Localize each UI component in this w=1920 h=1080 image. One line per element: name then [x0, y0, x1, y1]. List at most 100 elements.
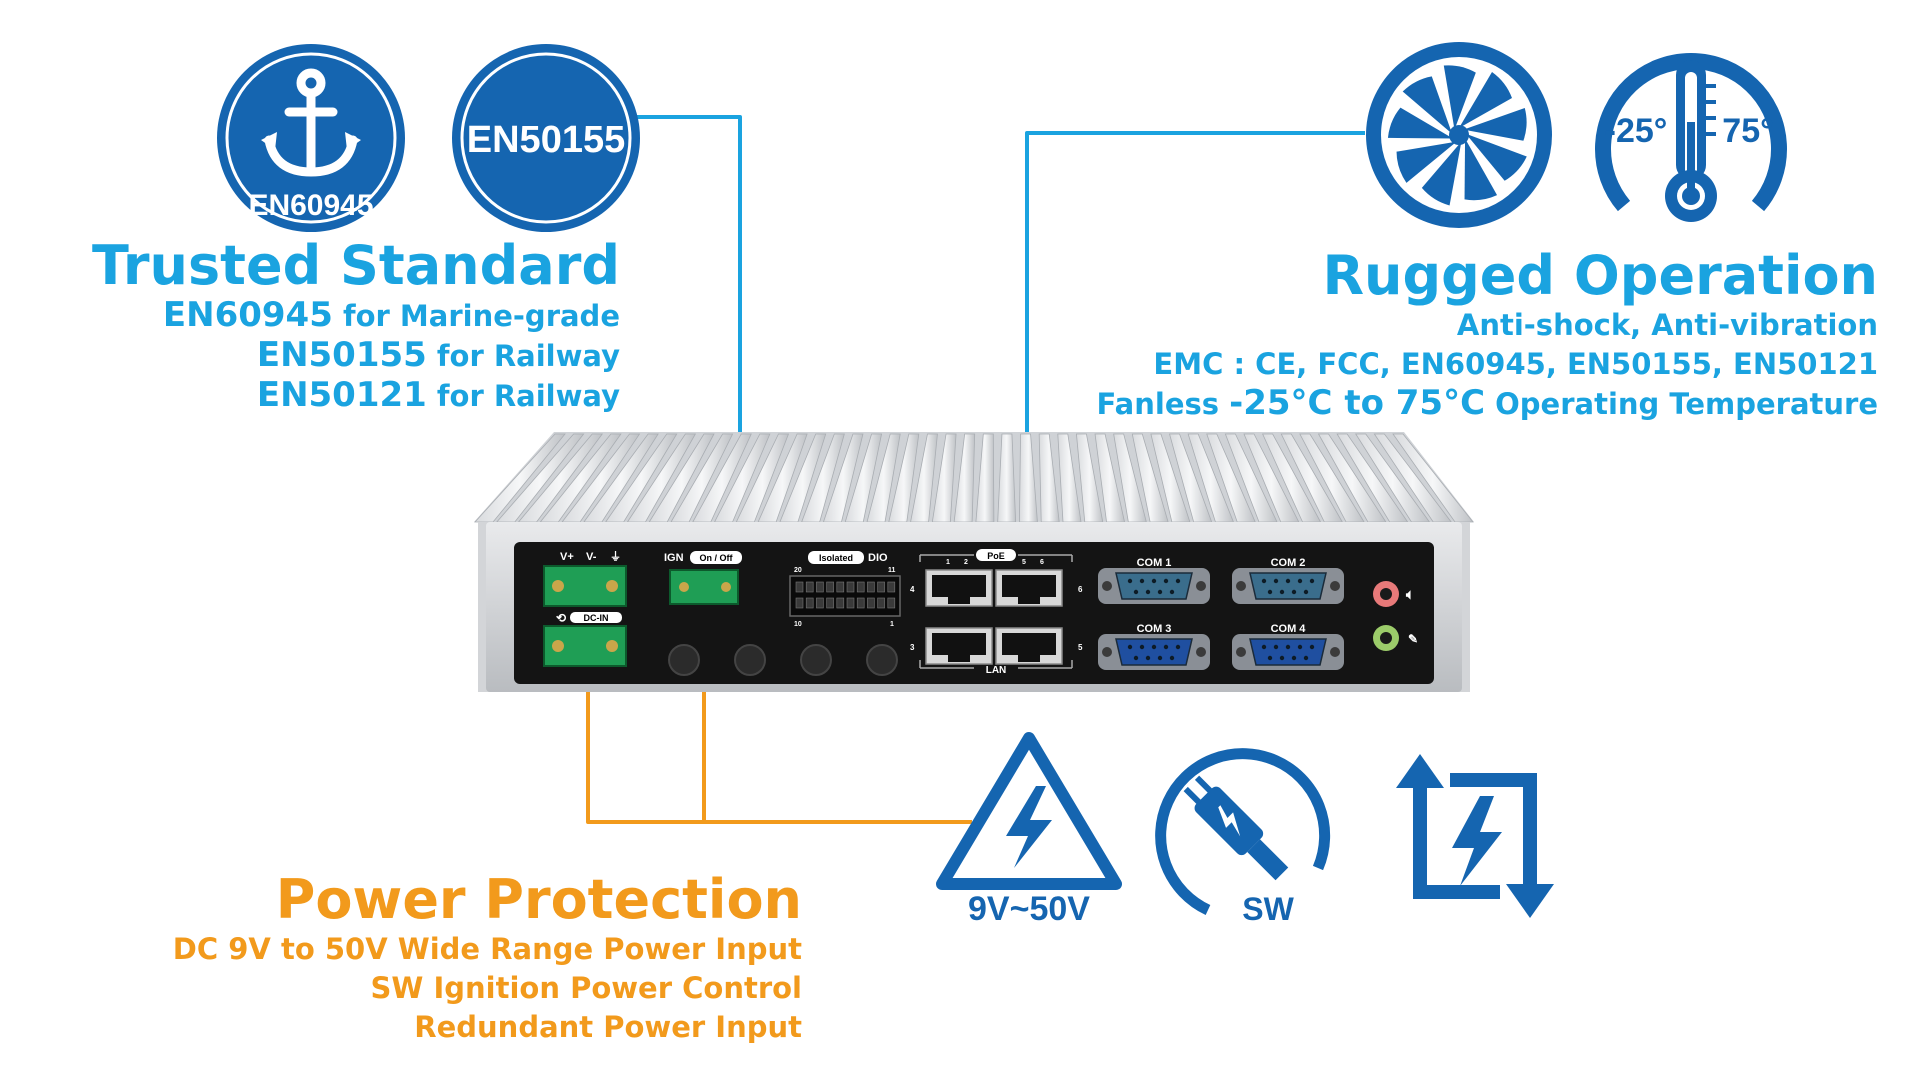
front-round-buttons — [668, 644, 898, 676]
db9-body — [1249, 638, 1327, 666]
onoff-label: On / Off — [700, 553, 734, 563]
db9-pin — [1303, 589, 1309, 595]
power-line-1: DC 9V to 50V Wide Range Power Input — [172, 932, 802, 966]
db9-body — [1115, 638, 1193, 666]
dio-pin — [816, 597, 824, 609]
rugged-line-3-temp: -25°C to 75°C — [1229, 383, 1486, 423]
railway-cert-icon — [452, 44, 640, 232]
db9-pin — [1309, 644, 1315, 650]
db9-pin — [1151, 578, 1157, 584]
rj45-port-latch — [948, 654, 970, 662]
db9-screw — [1102, 581, 1112, 591]
dio-pin — [856, 581, 865, 593]
rj45-port-opening — [932, 575, 986, 597]
ign-label: IGN — [664, 552, 684, 564]
voltage-badge: 9V~50V — [934, 728, 1124, 928]
db9-pin — [1273, 578, 1279, 584]
power-section: Power Protection DC 9V to 50V Wide Range… — [173, 870, 802, 1047]
dc-in-label: DC-IN — [584, 613, 609, 623]
dio-isolated-label: Isolated — [819, 553, 853, 563]
trusted-line-1: EN60945 for Marine-grade — [92, 296, 620, 336]
temp-low-label: -25° — [1605, 112, 1668, 150]
db9-pin — [1267, 589, 1273, 595]
dio-connector: Isolated DIO 20 11 10 1 — [789, 551, 901, 628]
trusted-line-1-rest: for Marine-grade — [332, 299, 620, 333]
rj45-port-latch — [1018, 596, 1040, 604]
lan-num-3: 3 — [910, 643, 915, 652]
redundant-badge — [1380, 752, 1570, 922]
rugged-section: Rugged Operation Anti-shock, Anti-vibrat… — [1097, 246, 1878, 424]
db9-pin — [1291, 655, 1297, 661]
db9-pin — [1163, 578, 1169, 584]
db9-pin — [1145, 589, 1151, 595]
dio-pin — [846, 581, 855, 593]
com-port-label-1: COM 1 — [1137, 557, 1172, 569]
db9-screw — [1102, 647, 1112, 657]
db9-pin — [1163, 644, 1169, 650]
db9-pin — [1309, 578, 1315, 584]
lan-num-5b: 5 — [1078, 643, 1083, 652]
trusted-line-3-rest: for Railway — [426, 379, 620, 413]
lan-label: LAN — [986, 665, 1007, 676]
dio-pin — [826, 581, 834, 593]
trusted-line-3: EN50121 for Railway — [92, 376, 620, 416]
com-port-label-2: COM 2 — [1271, 557, 1306, 569]
trusted-line-2-rest: for Railway — [426, 339, 620, 373]
power-title: Power Protection — [275, 868, 802, 931]
com-ports: COM 1 COM 2 COM 3 COM 4 — [1098, 557, 1344, 670]
dio-pin — [856, 597, 865, 609]
db9-body — [1249, 572, 1327, 600]
dio-pin — [846, 597, 855, 609]
dio-pin-20: 20 — [794, 567, 802, 574]
lan-num-6: 6 — [1040, 559, 1044, 566]
db9-pin — [1169, 589, 1175, 595]
temp-high-label: 75° — [1722, 112, 1773, 150]
db9-pin — [1261, 644, 1267, 650]
trusted-connector-line — [633, 115, 742, 490]
db9-pin — [1279, 655, 1285, 661]
db9-pin — [1133, 589, 1139, 595]
thermometer-icon — [1665, 60, 1717, 222]
trusted-line-3-strong: EN50121 — [256, 375, 427, 415]
db9-pin — [1285, 578, 1291, 584]
db9-screw — [1330, 647, 1340, 657]
rj45-port-opening — [1002, 633, 1056, 655]
dio-pin-11: 11 — [888, 567, 896, 574]
rugged-line-2: EMC : CE, FCC, EN60945, EN50155, EN50121 — [1153, 347, 1878, 381]
db9-pin — [1297, 578, 1303, 584]
dio-pin — [877, 597, 885, 609]
dio-pin — [816, 581, 824, 593]
com-port-label-4: COM 4 — [1271, 623, 1307, 635]
db9-pin — [1273, 644, 1279, 650]
lan-num-5: 5 — [1022, 559, 1026, 566]
trusted-line-2: EN50155 for Railway — [92, 336, 620, 376]
speaker-icon: 🔈︎ — [1405, 586, 1414, 602]
rugged-line-1: Anti-shock, Anti-vibration — [1456, 308, 1878, 342]
db9-pin — [1157, 655, 1163, 661]
lan-num-6b: 6 — [1078, 585, 1083, 594]
db9-pin — [1267, 655, 1273, 661]
db9-body — [1115, 572, 1193, 600]
power-line-2: SW Ignition Power Control — [370, 971, 803, 1005]
rugged-title: Rugged Operation — [1322, 244, 1878, 307]
railway-badge-label: EN50155 — [467, 119, 625, 161]
dio-pin — [867, 581, 875, 593]
db9-pin — [1175, 578, 1181, 584]
vplus-label: V+ — [560, 551, 574, 563]
rj45-port-latch — [948, 596, 970, 604]
device-illustration: V+ V- ⏚ DC-IN ⟲ IGN On / Off Isolated DI… — [474, 432, 1474, 692]
dio-pin-grid — [795, 581, 896, 609]
db9-screw — [1196, 581, 1206, 591]
marine-badge: EN60945 — [213, 40, 409, 236]
dio-pin — [836, 581, 845, 593]
db9-pin — [1303, 655, 1309, 661]
trusted-line-2-strong: EN50155 — [256, 335, 427, 375]
rugged-connector-line — [1025, 131, 1365, 482]
dio-pin — [826, 597, 834, 609]
ignition-badge: SW — [1148, 740, 1338, 930]
db9-screw — [1236, 581, 1246, 591]
dio-pin — [805, 581, 814, 593]
redundant-power-icon — [1396, 754, 1554, 918]
fan-badge — [1362, 38, 1556, 232]
db9-pin — [1157, 589, 1163, 595]
